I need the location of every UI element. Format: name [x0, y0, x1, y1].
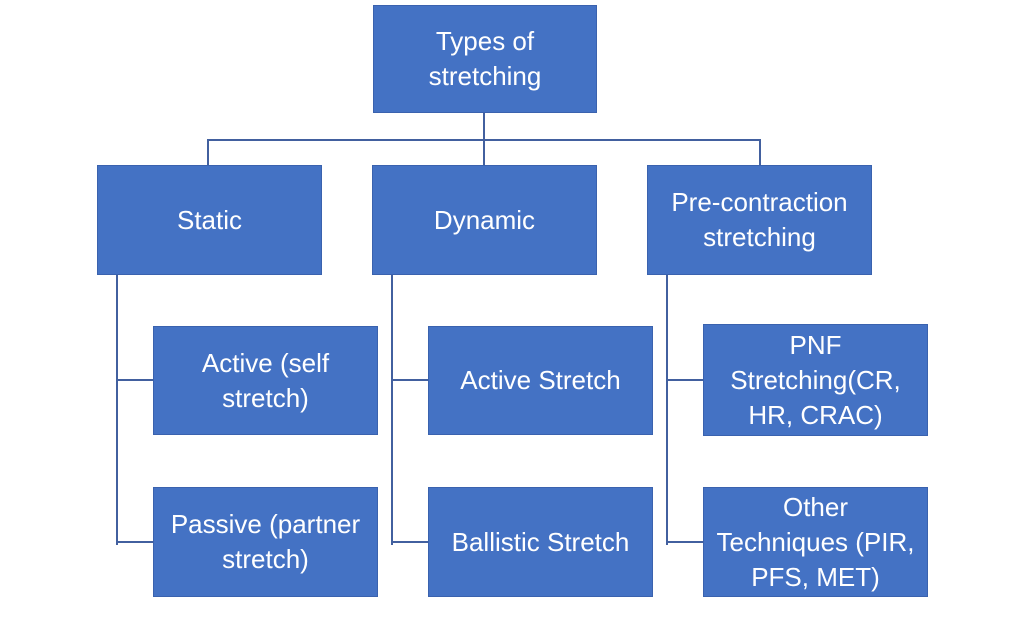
node-types-of-stretching-label: Types of stretching [428, 26, 542, 91]
node-other-techniques: Other Techniques (PIR, PFS, MET) [703, 487, 928, 597]
node-other-techniques-label: Other Techniques (PIR, PFS, MET) [716, 491, 915, 592]
connector-static-passive [116, 541, 154, 543]
connector-dynamic-active-stretch [391, 379, 429, 381]
connector-static-active-self [116, 379, 154, 381]
node-active-stretch-label: Active Stretch [460, 365, 621, 395]
node-dynamic: Dynamic [372, 165, 597, 275]
node-pre-contraction-stretching: Pre-contraction stretching [647, 165, 872, 275]
node-pnf-stretching: PNF Stretching(CR, HR, CRAC) [703, 324, 928, 436]
connector-static-branch [116, 275, 118, 545]
node-pnf-stretching-label: PNF Stretching(CR, HR, CRAC) [730, 329, 901, 430]
connector-dynamic-branch [391, 275, 393, 545]
node-passive-partner-stretch-label: Passive (partner stretch) [170, 509, 361, 574]
node-pre-contraction-stretching-label: Pre-contraction stretching [671, 187, 848, 252]
connector-drop-static [207, 139, 209, 166]
connector-drop-precontraction [759, 139, 761, 166]
connector-tier1-crossbar [207, 139, 761, 141]
node-active-self-stretch-label: Active (self stretch) [201, 347, 330, 413]
connector-precontraction-pnf [666, 379, 704, 381]
node-static-label: Static [176, 204, 243, 235]
node-dynamic-label: Dynamic [433, 204, 536, 235]
connector-dynamic-ballistic [391, 541, 429, 543]
connector-precontraction-other [666, 541, 704, 543]
connector-precontraction-branch [666, 275, 668, 545]
node-active-stretch: Active Stretch [428, 326, 653, 435]
node-active-self-stretch: Active (self stretch) [153, 326, 378, 435]
node-ballistic-stretch-label: Ballistic Stretch [451, 526, 630, 557]
node-static: Static [97, 165, 322, 275]
node-ballistic-stretch: Ballistic Stretch [428, 487, 653, 597]
node-passive-partner-stretch: Passive (partner stretch) [153, 487, 378, 597]
node-types-of-stretching: Types of stretching [373, 5, 597, 113]
